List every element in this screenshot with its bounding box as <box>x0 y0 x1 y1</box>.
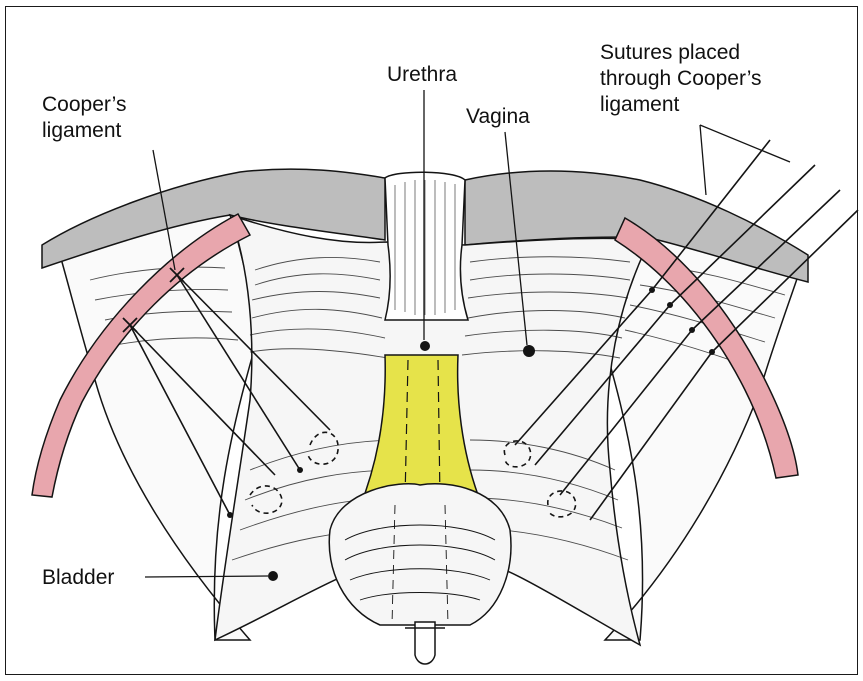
label-sutures-line1: Sutures placed <box>600 40 740 65</box>
label-vagina: Vagina <box>466 104 530 129</box>
label-urethra: Urethra <box>387 62 457 87</box>
urethra-tube <box>385 172 468 320</box>
label-sutures-line3: ligament <box>600 92 679 117</box>
label-coopers-ligament-line1: Cooper’s <box>42 92 126 117</box>
label-sutures-line2: through Cooper’s <box>600 66 762 91</box>
label-coopers-ligament-line2: ligament <box>42 118 121 143</box>
label-bladder: Bladder <box>42 565 114 590</box>
